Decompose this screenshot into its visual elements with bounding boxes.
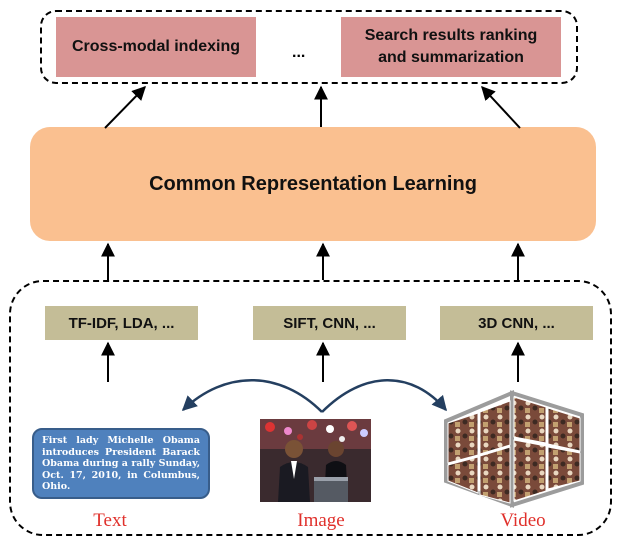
video-frame-3 <box>447 456 479 494</box>
arrow-core-to-ranking <box>481 85 521 129</box>
applications-ellipsis: ... <box>292 44 306 61</box>
video-modality-label: Video <box>500 510 546 531</box>
video-frame-5 <box>513 396 547 444</box>
curve-arrow-image-to-text <box>181 379 323 413</box>
text-sample-content: First lady Michelle Obama introduces Pre… <box>42 435 200 492</box>
arrow-core-to-indexing <box>104 85 146 129</box>
input-modalities-group <box>9 280 612 536</box>
video-frame-1 <box>447 412 479 464</box>
video-frame-7 <box>513 439 547 502</box>
video-sample-frames <box>444 389 584 508</box>
text-feature-box: TF-IDF, LDA, ... <box>45 306 198 340</box>
curve-arrow-image-to-video <box>321 379 447 413</box>
image-sample-photo <box>260 419 371 502</box>
applications-group <box>40 10 578 84</box>
image-modality-label: Image <box>297 510 345 531</box>
video-frame-4 <box>479 446 511 504</box>
image-feature-box: SIFT, CNN, ... <box>253 306 406 340</box>
common-representation-learning-box: Common Representation Learning <box>30 127 596 241</box>
video-frame-2 <box>479 400 511 455</box>
text-modality-label: Text <box>93 510 127 531</box>
search-ranking-summarization-box: Search results ranking and summarization <box>341 17 561 77</box>
video-frame-6 <box>547 407 581 452</box>
video-feature-box: 3D CNN, ... <box>440 306 593 340</box>
video-frame-8 <box>547 446 581 490</box>
text-sample-card: First lady Michelle Obama introduces Pre… <box>32 428 210 499</box>
common-representation-learning-label: Common Representation Learning <box>149 172 477 195</box>
cross-modal-indexing-box: Cross-modal indexing <box>56 17 256 77</box>
